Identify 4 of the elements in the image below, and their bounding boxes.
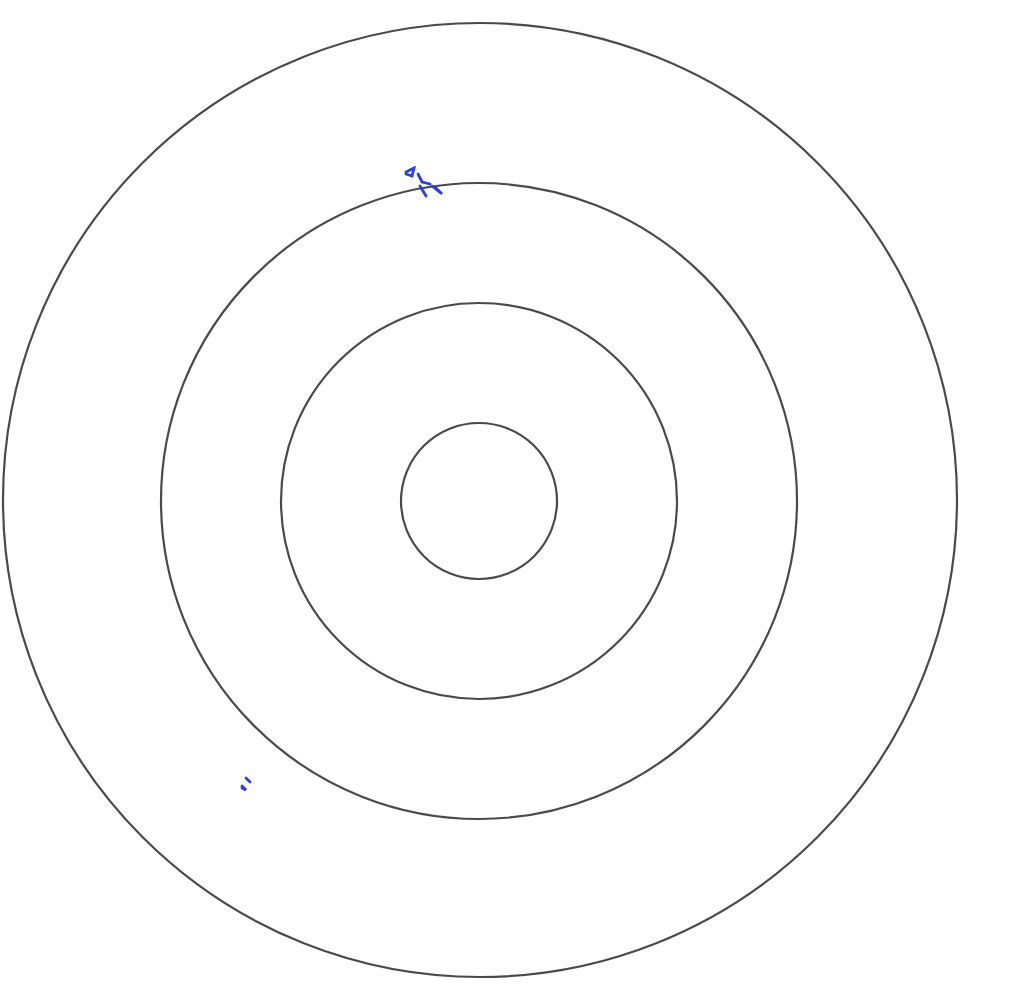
ring bbox=[400, 421, 558, 579]
ring bbox=[1, 22, 957, 978]
ring bbox=[280, 301, 678, 699]
ring bbox=[160, 181, 798, 819]
